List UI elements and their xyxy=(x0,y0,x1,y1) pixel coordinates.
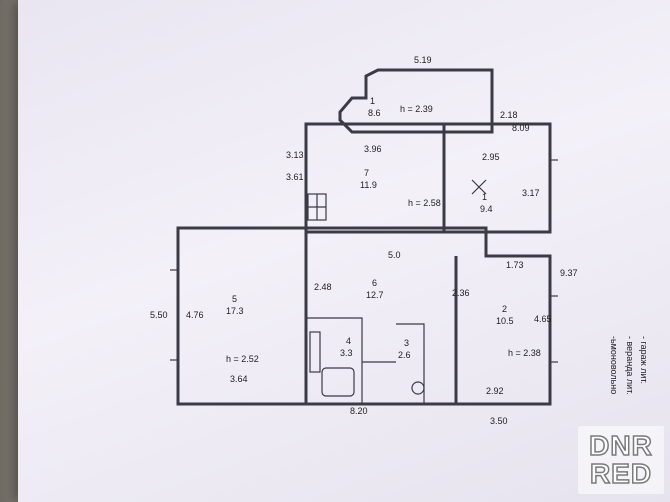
side-note: - веранда лит. xyxy=(625,336,635,395)
room-number: 1 xyxy=(370,96,375,106)
dim-top-width: 5.19 xyxy=(414,55,432,65)
room-number: 7 xyxy=(364,168,369,178)
room-number: 2 xyxy=(502,304,507,314)
ceiling-heights: h = 2.39 h = 2.58 h = 2.52 h = 2.38 xyxy=(226,104,541,364)
side-note: - гараж лит. xyxy=(639,336,649,385)
dim-room6-side: 2.36 xyxy=(452,288,470,298)
dimension-labels: 5.19 2.18 8.09 3.61 3.13 3.96 2.95 3.17 … xyxy=(150,55,578,426)
dim-room5-bottom: 3.64 xyxy=(230,374,248,384)
height-label: h = 2.39 xyxy=(400,104,433,114)
room-labels: 1 8.6 7 11.9 1 9.4 6 12.7 5 17.3 2 10.5 … xyxy=(226,96,514,360)
dim-left-upper-inner: 3.13 xyxy=(286,150,304,160)
dim-left-main: 5.50 xyxy=(150,310,168,320)
room-number: 5 xyxy=(232,294,237,304)
room-area: 11.9 xyxy=(360,180,377,190)
paper-sheet xyxy=(18,0,670,502)
dim-right-top: 8.09 xyxy=(512,123,530,133)
dim-room2-top: 1.73 xyxy=(506,260,524,270)
height-label: h = 2.38 xyxy=(508,348,541,358)
room-area: 12.7 xyxy=(366,290,384,300)
room-area: 17.3 xyxy=(226,306,244,316)
room-area: 8.6 xyxy=(368,108,381,118)
dim-room6-inner: 2.48 xyxy=(314,282,332,292)
height-label: h = 2.52 xyxy=(226,354,259,364)
dim-bottom-right: 3.50 xyxy=(490,416,508,426)
walls xyxy=(170,68,558,406)
dim-bottom-total: 8.20 xyxy=(350,406,368,416)
room-number: 3 xyxy=(404,338,409,348)
room-area: 2.6 xyxy=(398,350,411,360)
watermark-line: RED xyxy=(589,458,653,489)
room-area: 10.5 xyxy=(496,316,514,326)
dim-mid-span: 5.0 xyxy=(388,250,401,260)
dim-room7-top: 3.96 xyxy=(364,144,382,154)
room-area: 3.3 xyxy=(340,348,353,358)
watermark-line: DNR xyxy=(588,430,653,461)
height-label: h = 2.58 xyxy=(408,198,441,208)
room-area: 9.4 xyxy=(480,204,493,214)
side-note: -ьмоновольно xyxy=(609,336,619,395)
dim-loggia-right: 2.18 xyxy=(500,110,518,120)
dim-left-upper: 3.61 xyxy=(286,172,304,182)
room-number: 6 xyxy=(372,278,377,288)
dim-room5-inner: 4.76 xyxy=(186,310,204,320)
dim-room1-side: 3.17 xyxy=(522,188,540,198)
dim-room1-top: 2.95 xyxy=(482,152,500,162)
dim-room2-side: 4.65 xyxy=(534,314,552,324)
room-number: 4 xyxy=(346,336,351,346)
watermark-logo: DNR RED xyxy=(578,426,664,494)
room-number: 1 xyxy=(482,192,487,202)
dim-right-total: 9.37 xyxy=(560,268,578,278)
dim-room2-bottom: 2.92 xyxy=(486,386,504,396)
